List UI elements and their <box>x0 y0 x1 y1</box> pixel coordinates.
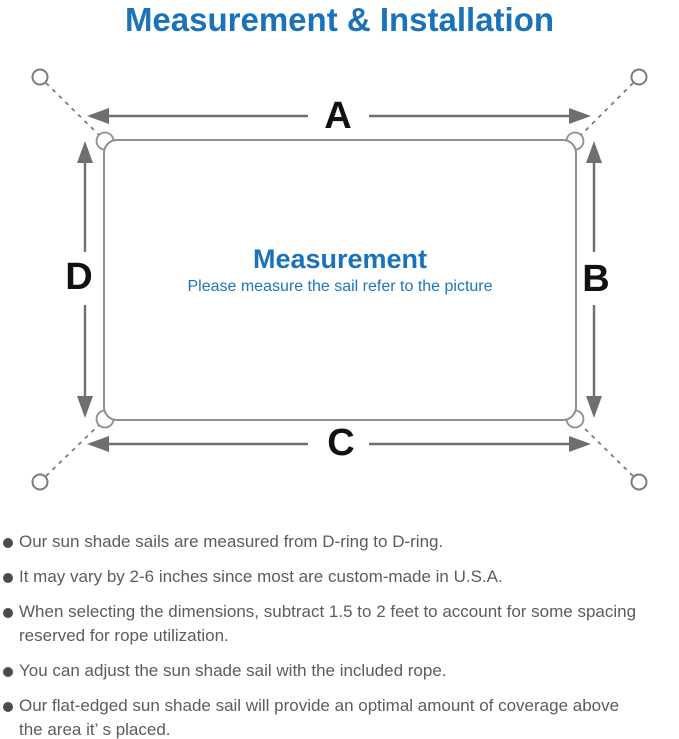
page-title: Measurement & Installation <box>124 1 555 38</box>
note-text: the area it’ s placed. <box>19 720 171 739</box>
dimension-label-a: A <box>324 95 352 137</box>
bullet-icon <box>3 701 13 712</box>
note-text: Our sun shade sails are measured from D-… <box>19 532 444 551</box>
arrow-d-up-head-icon <box>77 141 93 163</box>
anchor-point-top-right-icon <box>630 68 648 86</box>
arrow-b-down-head-icon <box>586 396 602 418</box>
note-text: When selecting the dimensions, subtract … <box>19 602 637 621</box>
rope-bottom-right-line <box>578 422 634 477</box>
measurement-arrows <box>77 108 602 452</box>
arrow-a-left-head-icon <box>87 108 109 124</box>
rope-top-right-line <box>578 82 634 138</box>
note-item-measured-from-dring: Our sun shade sails are measured from D-… <box>3 530 675 554</box>
note-text: Our flat-edged sun shade sail will provi… <box>19 696 620 715</box>
anchor-point-bottom-left-icon <box>31 473 49 491</box>
arrow-c-left-head-icon <box>87 436 109 452</box>
shade-sail-body <box>103 139 577 421</box>
bullet-icon <box>3 537 13 548</box>
rope-top-left-line <box>45 82 102 138</box>
anchor-point-top-left-icon <box>31 68 49 86</box>
bullet-icon <box>3 572 13 583</box>
anchor-point-bottom-right-icon <box>630 473 648 491</box>
bullet-icon <box>3 666 13 677</box>
note-text: You can adjust the sun shade sail with t… <box>19 661 447 680</box>
note-text: It may vary by 2-6 inches since most are… <box>19 567 503 586</box>
notes-list: Our sun shade sails are measured from D-… <box>0 520 679 739</box>
arrow-a-right-head-icon <box>569 108 591 124</box>
dimension-label-d: D <box>65 256 93 298</box>
note-item-vary-inches: It may vary by 2-6 inches since most are… <box>3 565 675 589</box>
anchor-points <box>31 68 648 491</box>
note-text: reserved for rope utilization. <box>19 626 229 645</box>
bullet-icon <box>3 607 13 618</box>
diagram-center-subtitle: Please measure the sail refer to the pic… <box>187 278 493 295</box>
arrow-c-right-head-icon <box>569 436 591 452</box>
note-item-adjust-with-rope: You can adjust the sun shade sail with t… <box>3 659 675 683</box>
diagram-center-title: Measurement <box>252 244 428 274</box>
rope-bottom-left-line <box>45 422 102 477</box>
tie-rope-dashed-lines <box>45 82 634 477</box>
arrow-b-up-head-icon <box>586 141 602 163</box>
note-item-subtract-feet: When selecting the dimensions, subtract … <box>3 600 675 648</box>
dimension-label-c: C <box>327 422 355 464</box>
dimension-label-b: B <box>582 258 610 300</box>
note-item-flat-edged-coverage: Our flat-edged sun shade sail will provi… <box>3 694 675 739</box>
arrow-d-down-head-icon <box>77 396 93 418</box>
